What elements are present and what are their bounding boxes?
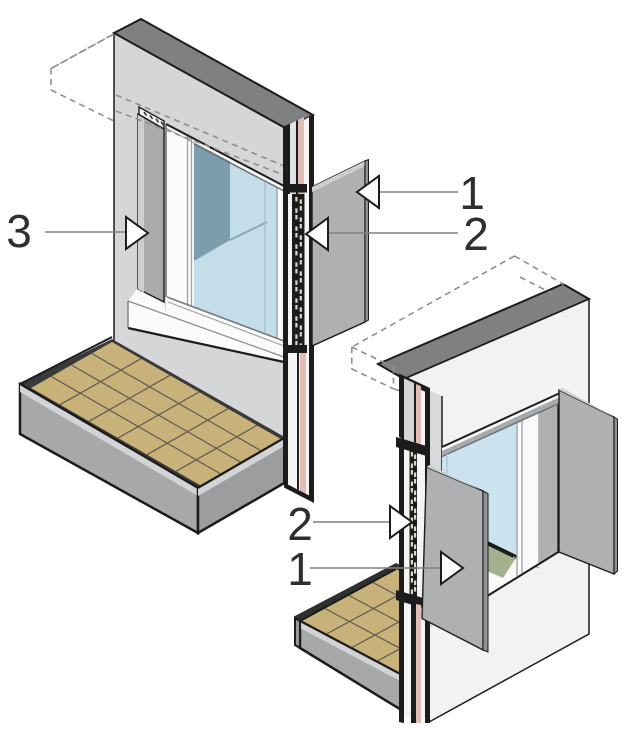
svg-text:1: 1 [459,167,485,219]
svg-text:1: 1 [287,543,313,595]
svg-text:2: 2 [463,208,489,260]
svg-text:3: 3 [6,205,32,257]
svg-text:2: 2 [287,498,313,550]
